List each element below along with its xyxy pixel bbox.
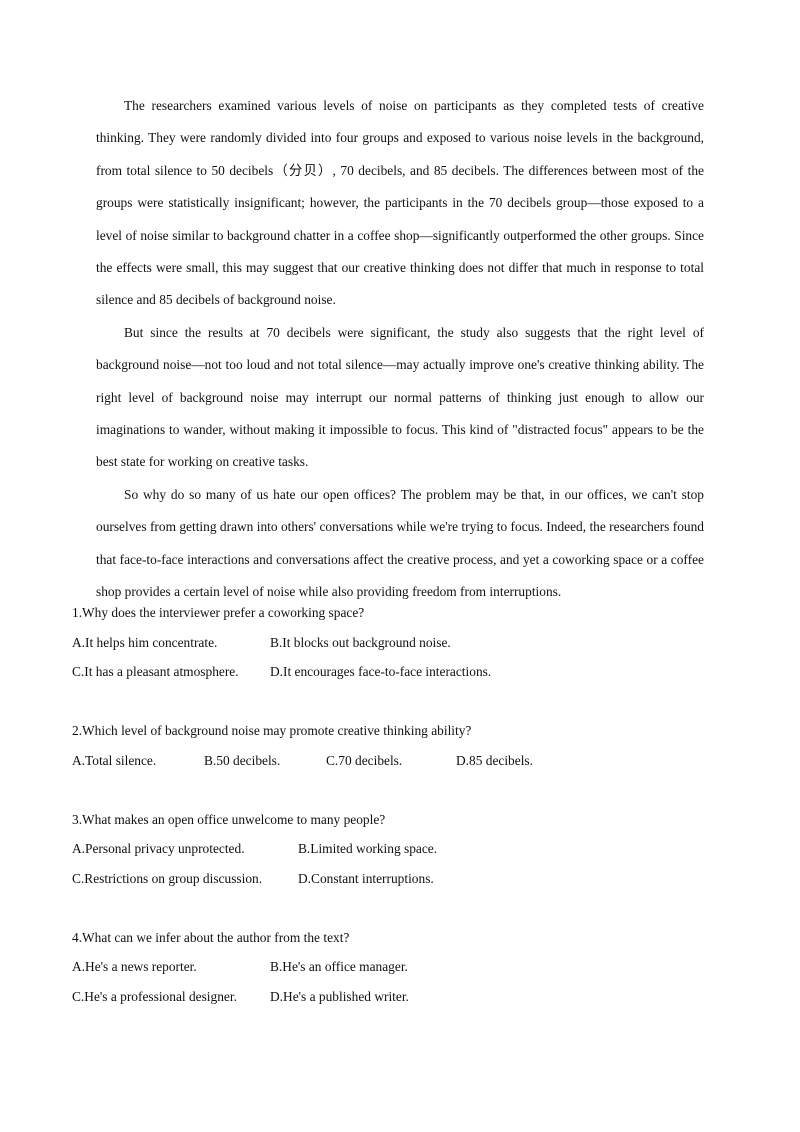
options-row: C.It has a pleasant atmosphere. D.It enc… [72,657,712,687]
question-2: 2.Which level of background noise may pr… [72,716,712,775]
options-row: A.It helps him concentrate. B.It blocks … [72,628,712,658]
passage-paragraph-1: The researchers examined various levels … [96,98,704,308]
option-c: C.He's a professional designer. [72,988,237,1004]
options-row: A.Personal privacy unprotected. B.Limite… [72,834,712,864]
option-c: C.It has a pleasant atmosphere. [72,664,239,679]
option-b: B.Limited working space. [298,841,438,856]
options-row: A.He's a news reporter. B.He's an office… [72,952,712,982]
option-d: D.He's a published writer. [270,988,409,1004]
option-a: A.It helps him concentrate. [72,634,218,650]
option-c: C.Restrictions on group discussion. [72,870,263,886]
option-d: D.Constant interruptions. [298,870,434,886]
option-c: C.70 decibels. [326,752,403,768]
options-row: C.Restrictions on group discussion. D.Co… [72,864,712,894]
option-b: B.He's an office manager. [270,959,408,974]
option-b: B.It blocks out background noise. [270,634,451,650]
question-1: 1.Why does the interviewer prefer a cowo… [72,598,712,687]
spacer [72,893,712,923]
passage-paragraph-3: So why do so many of us hate our open of… [96,486,704,600]
option-d: D.85 decibels. [456,752,533,768]
question-stem: 1.Why does the interviewer prefer a cowo… [72,605,365,620]
option-a: A.Personal privacy unprotected. [72,841,245,856]
option-b: B.50 decibels. [204,752,281,768]
spacer [72,775,712,805]
question-3: 3.What makes an open office unwelcome to… [72,805,712,894]
question-list: 1.Why does the interviewer prefer a cowo… [72,598,712,1011]
reading-passage: The researchers examined various levels … [96,90,704,609]
question-stem: 3.What makes an open office unwelcome to… [72,811,386,827]
option-a: A.He's a news reporter. [72,959,197,974]
question-stem: 4.What can we infer about the author fro… [72,929,350,945]
option-d: D.It encourages face-to-face interaction… [270,664,492,679]
options-row: C.He's a professional designer. D.He's a… [72,982,712,1012]
question-stem: 2.Which level of background noise may pr… [72,723,472,738]
options-row: A.Total silence. B.50 decibels. C.70 dec… [72,746,712,776]
spacer [72,687,712,717]
passage-paragraph-2: But since the results at 70 decibels wer… [96,324,704,470]
option-a: A.Total silence. [72,752,157,768]
question-4: 4.What can we infer about the author fro… [72,923,712,1012]
